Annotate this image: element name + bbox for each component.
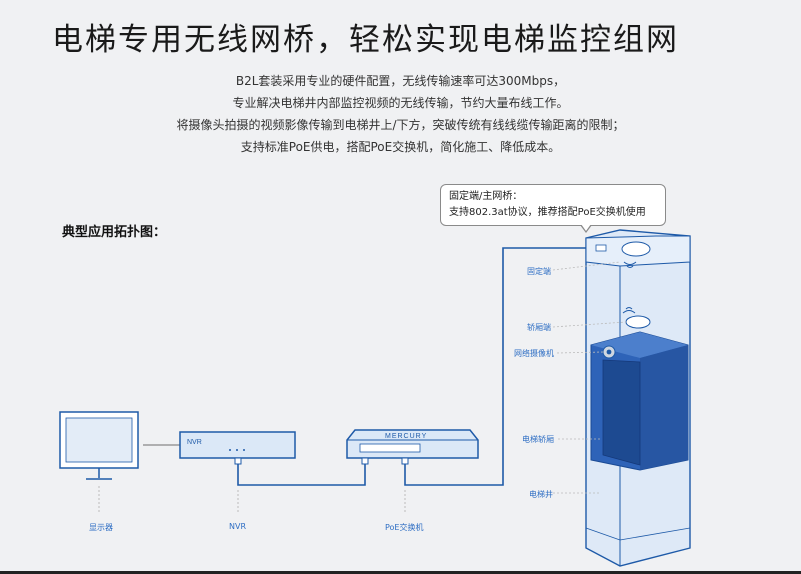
fixed-end-label: 固定端 bbox=[527, 267, 551, 276]
car-end-label: 轿厢端 bbox=[527, 323, 551, 332]
monitor-label: 显示器 bbox=[89, 523, 113, 532]
elevator-shaft-label: 电梯井 bbox=[529, 490, 553, 499]
description-line: 将摄像头拍摄的视频影像传输到电梯井上/下方，突破传统有线线缆传输距离的限制； bbox=[176, 118, 625, 132]
nvr-box-text: NVR bbox=[187, 439, 202, 446]
callout-tail-inner bbox=[581, 224, 591, 231]
description: B2L套装采用专业的硬件配置，无线传输速率可达300Mbps， 专业解决电梯井内… bbox=[0, 70, 801, 158]
fixed-end-callout: 固定端/主网桥： 支持802.3at协议，推荐搭配PoE交换机使用 bbox=[440, 184, 666, 226]
label-pointers bbox=[552, 261, 627, 494]
camera-label: 网络摄像机 bbox=[514, 349, 554, 358]
description-line: 专业解决电梯井内部监控视频的无线传输，节约大量布线工作。 bbox=[232, 96, 569, 110]
description-line: 支持标准PoE供电，搭配PoE交换机，简化施工、降低成本。 bbox=[240, 140, 561, 154]
description-line: B2L套装采用专业的硬件配置，无线传输速率可达300Mbps， bbox=[235, 74, 566, 88]
nvr-device-icon bbox=[179, 431, 296, 512]
nvr-label: NVR bbox=[229, 522, 247, 531]
callout-text: 支持802.3at协议，推荐搭配PoE交换机使用 bbox=[449, 207, 646, 218]
bottom-divider bbox=[0, 571, 801, 574]
callout-title: 固定端/主网桥： bbox=[449, 191, 523, 202]
switch-brand-text: MERCURY bbox=[385, 433, 427, 440]
poe-switch-icon bbox=[346, 429, 479, 512]
page-title: 电梯专用无线网桥，轻松实现电梯监控组网 bbox=[52, 22, 679, 58]
network-camera-icon bbox=[602, 345, 616, 359]
car-end-bridge-icon bbox=[622, 307, 651, 329]
connection-cables bbox=[143, 247, 596, 486]
topology-label: 典型应用拓扑图： bbox=[62, 225, 167, 240]
elevator-car bbox=[590, 331, 689, 471]
fixed-end-bridge-icon bbox=[595, 241, 651, 268]
elevator-car-label: 电梯轿厢 bbox=[522, 435, 554, 444]
poe-switch-label: PoE交换机 bbox=[385, 523, 424, 532]
monitor-icon bbox=[59, 411, 139, 512]
